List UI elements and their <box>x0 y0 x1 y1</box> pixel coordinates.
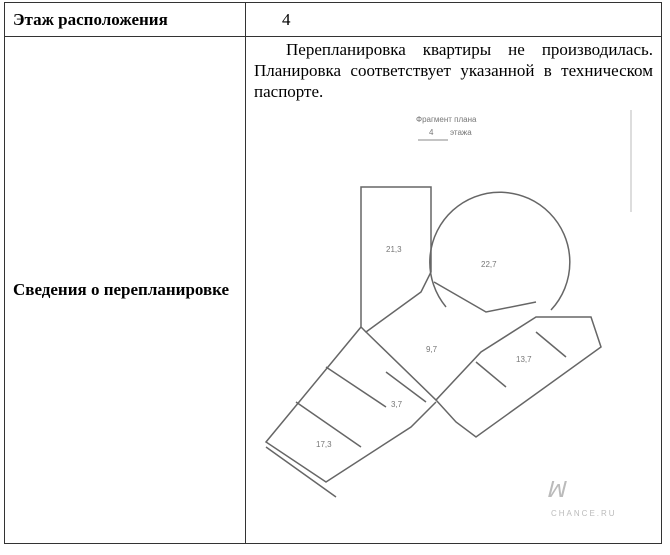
row-label: Этаж расположения <box>4 2 246 37</box>
row-value: 4 <box>245 2 662 37</box>
svg-text:13,7: 13,7 <box>516 355 532 364</box>
table-row: Этаж расположения 4 <box>4 2 662 37</box>
row-value: Перепланировка квартиры не производилась… <box>254 40 653 101</box>
svg-text:3,7: 3,7 <box>391 400 403 409</box>
floor-plan-image: Фрагмент плана 4 этажа <box>246 102 661 542</box>
row-label: Сведения о перепланировке <box>4 36 246 544</box>
watermark-logo: ꟽ <box>546 477 567 502</box>
svg-text:17,3: 17,3 <box>316 440 332 449</box>
svg-text:9,7: 9,7 <box>426 345 438 354</box>
plan-floor: 4 <box>429 128 434 137</box>
svg-text:21,3: 21,3 <box>386 245 402 254</box>
watermark: CHANCE.RU <box>551 509 617 518</box>
plan-floor-suffix: этажа <box>450 128 472 137</box>
info-table: Этаж расположения 4 Сведения о переплани… <box>4 2 662 544</box>
svg-text:22,7: 22,7 <box>481 260 497 269</box>
floor-plan-drawing: Фрагмент плана 4 этажа <box>264 110 632 518</box>
plan-title: Фрагмент плана <box>416 115 477 124</box>
table-row: Сведения о перепланировке Перепланировка… <box>4 36 662 544</box>
